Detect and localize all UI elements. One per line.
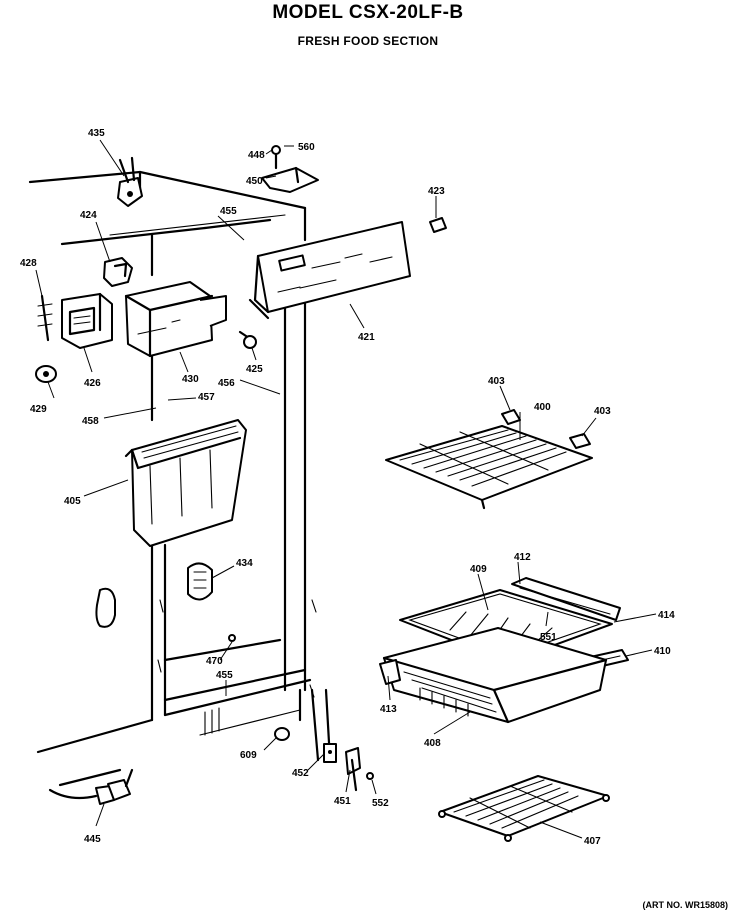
label-414: 414: [658, 610, 675, 621]
part-roller-609: [274, 727, 290, 741]
part-air-duct-405: [124, 419, 247, 547]
label-425: 425: [246, 364, 263, 375]
part-470: [228, 634, 236, 642]
cabinet-outline: [28, 170, 332, 787]
label-456: 456: [218, 378, 235, 389]
label-455-top: 455: [220, 206, 237, 217]
part-bulb-423: [429, 217, 447, 233]
label-445: 445: [84, 834, 101, 845]
part-bracket-403-left: [501, 409, 521, 425]
label-434: 434: [236, 558, 253, 569]
label-423: 423: [428, 186, 445, 197]
label-403-right: 403: [594, 406, 611, 417]
label-407: 407: [584, 836, 601, 847]
leader-lines: [35, 139, 657, 839]
label-426: 426: [84, 378, 101, 389]
label-410: 410: [654, 646, 671, 657]
part-thermostat-426: [61, 292, 113, 349]
label-429: 429: [30, 404, 47, 415]
part-housing-430: [124, 281, 227, 358]
label-551: 551: [540, 632, 557, 643]
label-435: 435: [88, 128, 105, 139]
label-403-left: 403: [488, 376, 505, 387]
part-knob-425: [238, 330, 257, 349]
part-shelf-400: [385, 425, 593, 510]
label-609: 609: [240, 750, 257, 761]
part-switch-435: [117, 156, 143, 207]
label-424: 424: [80, 210, 97, 221]
label-450: 450: [246, 176, 263, 187]
part-control-panel-421: [248, 221, 411, 320]
diagram-subtitle: FRESH FOOD SECTION: [297, 34, 439, 48]
part-bracket-450: [261, 145, 319, 193]
part-labels: 435 448 560 450 423 424 455 428 426 430 …: [20, 128, 675, 847]
label-552: 552: [372, 798, 389, 809]
label-421: 421: [358, 332, 375, 343]
label-408: 408: [424, 738, 441, 749]
label-412: 412: [514, 552, 531, 563]
label-457: 457: [198, 392, 215, 403]
diagram-title: MODEL CSX-20LF-B: [272, 2, 464, 23]
label-413: 413: [380, 704, 397, 715]
label-430: 430: [182, 374, 199, 385]
label-455-bottom: 455: [216, 670, 233, 681]
label-400: 400: [534, 402, 551, 413]
part-socket-424: [103, 257, 133, 287]
label-409: 409: [470, 564, 487, 575]
part-power-cord-445: [48, 768, 134, 805]
label-560: 560: [298, 142, 315, 153]
part-shelf-407: [438, 775, 610, 842]
part-hinge-452: [323, 743, 337, 763]
part-hinge-451: [345, 747, 374, 792]
art-number: (ART NO. WR15808): [642, 900, 728, 910]
part-bracket-403-right: [569, 433, 591, 449]
label-458: 458: [82, 416, 99, 427]
part-vent-434: [187, 562, 213, 601]
label-470: 470: [206, 656, 223, 667]
label-428: 428: [20, 258, 37, 269]
label-405: 405: [64, 496, 81, 507]
label-451: 451: [334, 796, 351, 807]
part-crisper-drawer-408: [379, 627, 608, 724]
part-rail-412: [511, 577, 621, 621]
label-452: 452: [292, 768, 309, 779]
part-dial-429: [35, 365, 57, 383]
label-448: 448: [248, 150, 265, 161]
part-knob-428: [37, 294, 53, 342]
